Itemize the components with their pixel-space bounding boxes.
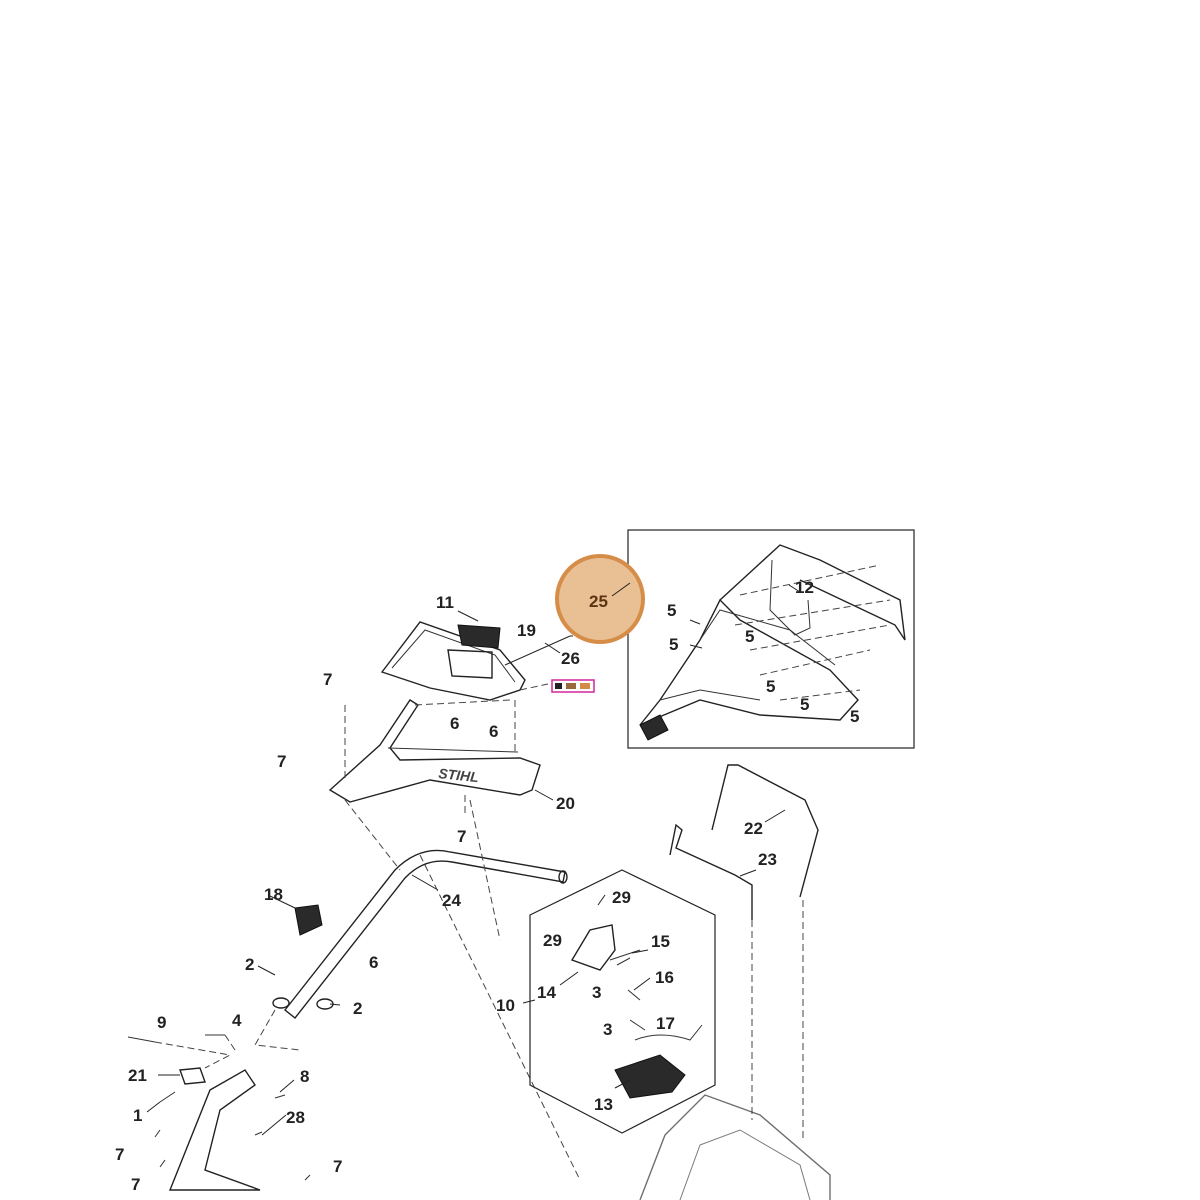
wires-22-23 — [669, 764, 819, 1140]
label-6-b[interactable]: 6 — [489, 722, 498, 741]
label-9[interactable]: 9 — [157, 1013, 166, 1032]
switch-assembly-inset — [522, 869, 716, 1134]
part-labels: 25 11 19 26 12 5 5 5 5 5 5 7 7 7 7 7 7 6… — [115, 578, 859, 1194]
label-19[interactable]: 19 — [517, 621, 536, 640]
label-2-b[interactable]: 2 — [353, 999, 362, 1018]
kit-badge-icon-b — [566, 683, 576, 689]
switch-13 — [614, 1054, 686, 1099]
label-3-b[interactable]: 3 — [603, 1020, 612, 1039]
label-6-c[interactable]: 6 — [369, 953, 378, 972]
kit-badge-icon-c — [580, 683, 590, 689]
label-20[interactable]: 20 — [556, 794, 575, 813]
label-14[interactable]: 14 — [537, 983, 556, 1002]
label-8[interactable]: 8 — [300, 1067, 309, 1086]
label-5-d[interactable]: 5 — [766, 677, 775, 696]
handle-bracket-body — [328, 699, 541, 803]
label-15[interactable]: 15 — [651, 932, 670, 951]
label-7-b[interactable]: 7 — [277, 752, 286, 771]
label-26[interactable]: 26 — [561, 649, 580, 668]
label-25[interactable]: 25 — [589, 592, 608, 611]
knob-18 — [294, 904, 323, 936]
label-5-f[interactable]: 5 — [850, 707, 859, 726]
knob-11-top — [457, 624, 501, 649]
label-7-f[interactable]: 7 — [333, 1157, 342, 1176]
catcher-corner — [639, 714, 669, 741]
label-12[interactable]: 12 — [795, 578, 814, 597]
label-7-c[interactable]: 7 — [457, 827, 466, 846]
handle-tube-outline — [284, 849, 566, 1019]
clamp-21 — [179, 1067, 206, 1085]
label-7-a[interactable]: 7 — [323, 670, 332, 689]
handle-bracket-20: STIHL — [328, 699, 554, 803]
knob-11-base — [447, 649, 493, 679]
catcher-top-frame — [719, 544, 906, 641]
label-16[interactable]: 16 — [655, 968, 674, 987]
label-2-a[interactable]: 2 — [245, 955, 254, 974]
label-13[interactable]: 13 — [594, 1095, 613, 1114]
label-21[interactable]: 21 — [128, 1066, 147, 1085]
label-24[interactable]: 24 — [442, 891, 461, 910]
inset-assembly-lines — [734, 564, 891, 701]
label-5-e[interactable]: 5 — [800, 695, 809, 714]
grass-catcher-preview — [639, 1094, 831, 1200]
console-cover-19 — [380, 621, 526, 701]
console-assembly — [380, 610, 595, 701]
highlight-25[interactable] — [504, 554, 645, 666]
label-17[interactable]: 17 — [656, 1014, 675, 1033]
label-11[interactable]: 11 — [436, 593, 454, 612]
label-7-d[interactable]: 7 — [115, 1145, 124, 1164]
console-cover-inner — [391, 629, 516, 683]
catcher-body — [639, 598, 859, 726]
wire-22 — [711, 764, 819, 898]
label-28[interactable]: 28 — [286, 1108, 305, 1127]
label-5-a[interactable]: 5 — [667, 601, 676, 620]
grass-catcher-inset — [627, 529, 915, 749]
label-29-b[interactable]: 29 — [543, 931, 562, 950]
label-29-a[interactable]: 29 — [612, 888, 631, 907]
cable-17 — [634, 1024, 703, 1041]
lower-handle — [127, 895, 341, 1191]
lower-handle-frame — [168, 1069, 261, 1191]
handle-tube-24 — [284, 799, 581, 1181]
catcher-inner-lines — [659, 609, 836, 701]
catcher-clip-12 — [769, 559, 811, 636]
switch-bracket-14 — [570, 924, 616, 971]
switch-inset-frame — [529, 869, 716, 1134]
label-5-c[interactable]: 5 — [745, 627, 754, 646]
highlight-circle — [555, 554, 645, 644]
label-18[interactable]: 18 — [264, 885, 283, 904]
label-3-a[interactable]: 3 — [592, 983, 601, 1002]
label-10[interactable]: 10 — [496, 996, 515, 1015]
kit-badge-icon-a — [555, 683, 562, 689]
inset-frame — [627, 529, 915, 749]
label-23[interactable]: 23 — [758, 850, 777, 869]
label-1[interactable]: 1 — [133, 1106, 142, 1125]
label-7-e[interactable]: 7 — [131, 1175, 140, 1194]
label-4[interactable]: 4 — [232, 1011, 242, 1030]
label-6-a[interactable]: 6 — [450, 714, 459, 733]
label-5-b[interactable]: 5 — [669, 635, 678, 654]
wire-23 — [669, 823, 753, 920]
brand-lettering: STIHL — [438, 765, 480, 785]
label-22[interactable]: 22 — [744, 819, 763, 838]
